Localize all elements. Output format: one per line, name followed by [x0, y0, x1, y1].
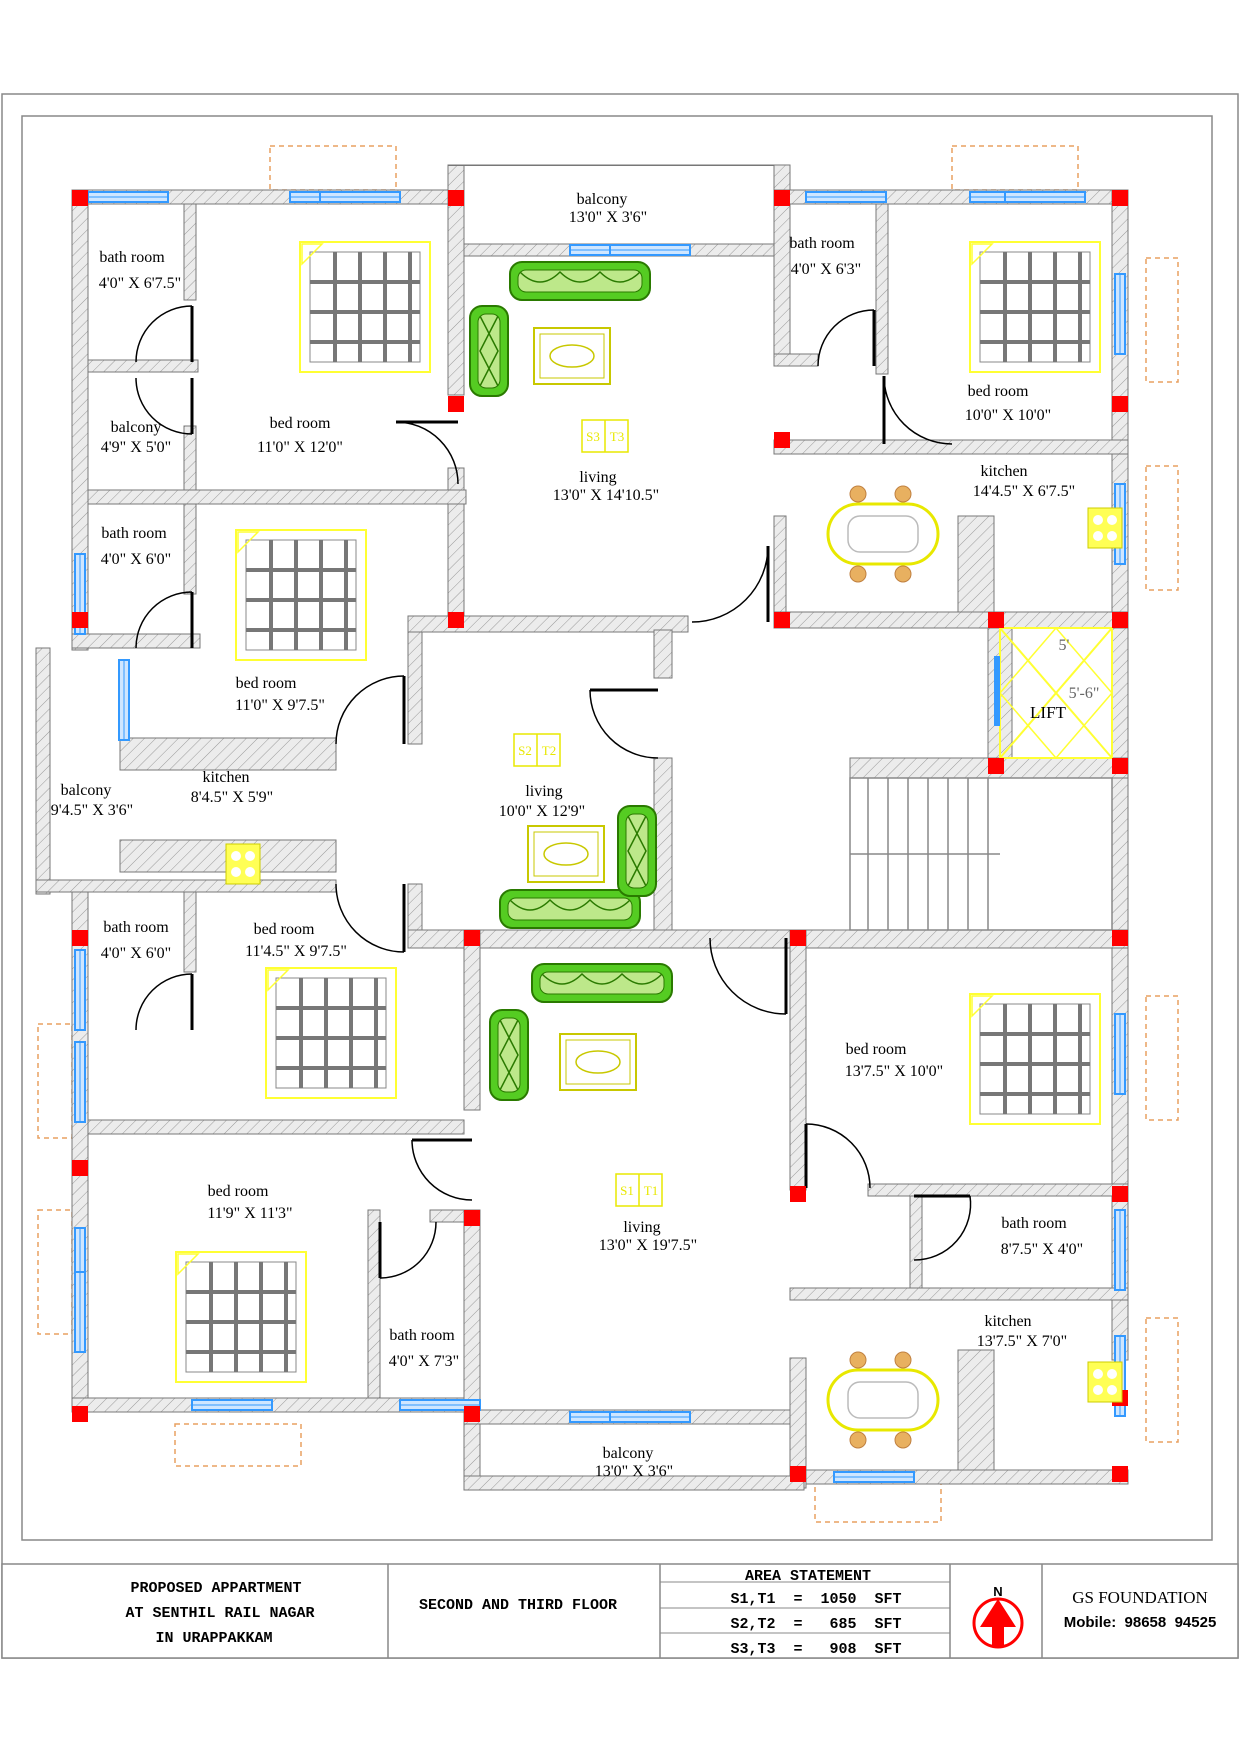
room-name: bed room [236, 675, 297, 692]
dining-tables [826, 484, 940, 1450]
firm-name: GS FOUNDATION [1072, 1588, 1208, 1607]
room-dim: 4'0" X 7'3" [389, 1353, 459, 1370]
room-name: bath room [99, 249, 165, 266]
project-line-3: IN URAPPAKKAM [155, 1630, 272, 1647]
room-dim: 10'0" X 10'0" [965, 407, 1051, 424]
area-row: S1,T1 = 1050 SFT [730, 1591, 901, 1608]
room-name: kitchen [984, 1313, 1031, 1330]
area-row: S2,T2 = 685 SFT [730, 1616, 901, 1633]
room-dim: 10'0" X 12'9" [499, 803, 585, 820]
lift-depth: 5'-6" [1069, 685, 1100, 702]
room-dim: 11'9" X 11'3" [207, 1205, 292, 1222]
room-dim: 13'0" X 3'6" [569, 209, 647, 226]
room-dim: 4'0" X 6'7.5" [99, 275, 181, 292]
room-name: bath room [103, 919, 169, 936]
lift-label: LIFT [1030, 703, 1067, 722]
room-dim: 4'0" X 6'3" [791, 261, 861, 278]
floor-title: SECOND AND THIRD FLOOR [419, 1597, 617, 1614]
unit-tag-s1: S1 T1 [615, 1173, 663, 1207]
room-dim: 11'0" X 9'7.5" [235, 697, 325, 714]
room-name: living [623, 1219, 660, 1236]
room-dim: 8'7.5" X 4'0" [1001, 1241, 1083, 1258]
room-name: bed room [254, 921, 315, 938]
room-dim: 9'4.5" X 3'6" [51, 802, 133, 819]
room-name: living [525, 783, 562, 800]
title-block [1, 1563, 1239, 1659]
projection-outlines [37, 145, 1179, 1523]
svg-text:S2: S2 [518, 743, 532, 758]
room-dim: 8'4.5" X 5'9" [191, 789, 273, 806]
room-name: bed room [846, 1041, 907, 1058]
room-name: bath room [1001, 1215, 1067, 1232]
inner-drawing-border [21, 115, 1213, 1541]
room-dim: 4'9" X 5'0" [101, 439, 171, 456]
room-name: bath room [101, 525, 167, 542]
room-name: balcony [603, 1445, 654, 1462]
room-dim: 13'7.5" X 7'0" [977, 1333, 1067, 1350]
doors [135, 305, 972, 1279]
svg-text:T2: T2 [542, 743, 556, 758]
room-dim: 14'4.5" X 6'7.5" [973, 483, 1075, 500]
room-name: bed room [208, 1183, 269, 1200]
room-name: balcony [61, 782, 112, 799]
svg-text:T1: T1 [644, 1183, 658, 1198]
room-dim: 13'7.5" X 10'0" [845, 1063, 943, 1080]
room-labels: bath room 4'0" X 6'7.5" bed room 11'0" X… [51, 191, 1083, 1480]
sofas [469, 261, 673, 1101]
room-dim: 11'0" X 12'0" [257, 439, 343, 456]
unit-tag-s3: S3 T3 [581, 419, 629, 453]
room-name: bed room [270, 415, 331, 432]
room-dim: 4'0" X 6'0" [101, 551, 171, 568]
room-name: bed room [968, 383, 1029, 400]
columns [72, 190, 1128, 1482]
room-dim: 13'0" X 14'10.5" [553, 487, 659, 504]
unit-tag-s2: S2 T2 [513, 733, 561, 767]
room-dim: 11'4.5" X 9'7.5" [245, 943, 347, 960]
svg-text:S3: S3 [586, 429, 600, 444]
room-name: bath room [789, 235, 855, 252]
room-dim: 4'0" X 6'0" [101, 945, 171, 962]
firm-mobile: Mobile: 98658 94525 [1064, 1614, 1217, 1631]
room-name: balcony [111, 419, 162, 436]
project-line-1: PROPOSED APPARTMENT [130, 1580, 301, 1597]
room-name: kitchen [202, 769, 249, 786]
room-name: balcony [577, 191, 628, 208]
north-label: N [993, 1584, 1002, 1599]
area-row: S3,T3 = 908 SFT [730, 1641, 901, 1658]
room-dim: 13'0" X 19'7.5" [599, 1237, 697, 1254]
lift-width: 5' [1059, 637, 1070, 654]
area-statement-heading: AREA STATEMENT [745, 1568, 871, 1585]
room-name: kitchen [980, 463, 1027, 480]
room-name: bath room [389, 1327, 455, 1344]
staircase [849, 777, 1113, 931]
room-name: living [579, 469, 616, 486]
project-line-2: AT SENTHIL RAIL NAGAR [125, 1605, 314, 1622]
svg-text:T3: T3 [610, 429, 624, 444]
room-dim: 13'0" X 3'6" [595, 1463, 673, 1480]
svg-text:S1: S1 [620, 1183, 634, 1198]
north-arrow-icon [972, 1597, 1024, 1649]
lift-shaft [994, 627, 1113, 759]
